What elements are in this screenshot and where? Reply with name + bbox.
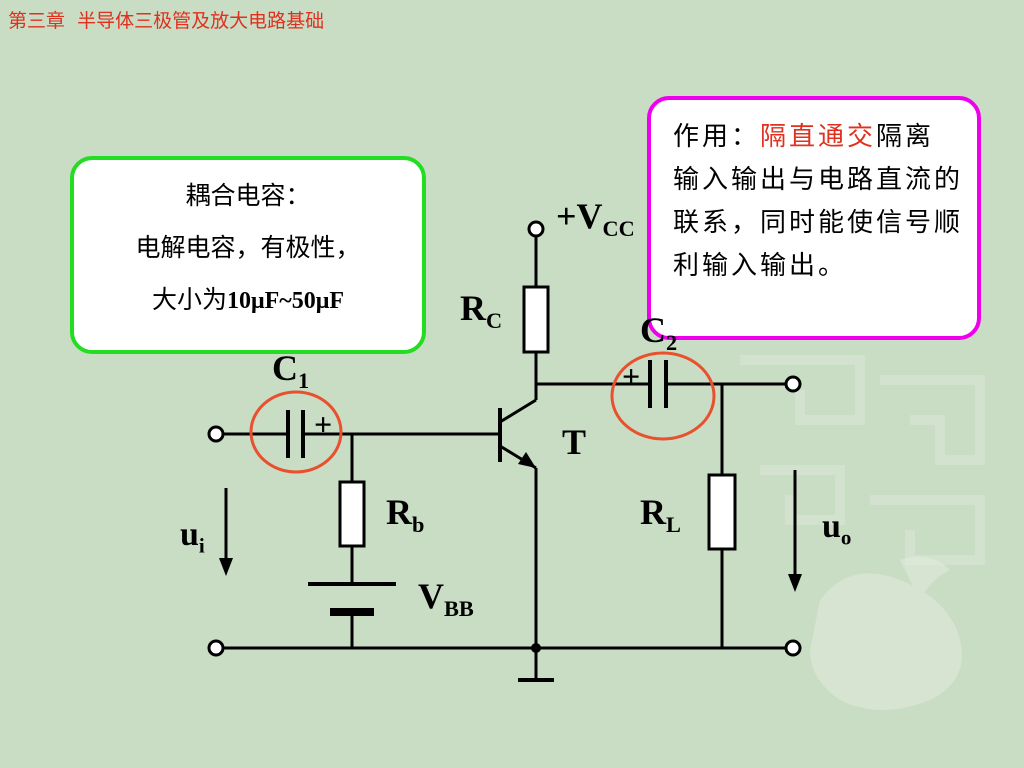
vcc-label-main: +V (556, 196, 603, 236)
rl-label-sub: L (666, 511, 681, 537)
rc-label-sub: C (486, 307, 503, 333)
note-value: 10μF~50μF (227, 288, 345, 314)
ui-arrow-icon (219, 558, 233, 576)
output-terminal-top (784, 375, 802, 393)
slide-title: 第三章 半导体三极管及放大电路基础 (8, 10, 325, 32)
c2-highlight-circle (610, 351, 716, 441)
c2-label-sub: 2 (666, 329, 678, 355)
vbb-label-main: V (418, 576, 444, 616)
function-prefix: 作用： (673, 122, 761, 152)
rb-label-sub: b (412, 511, 425, 537)
uo-label: uo (822, 510, 851, 548)
uo-label-main: u (822, 508, 841, 545)
transistor-label: T (562, 422, 587, 462)
rl-label: RL (640, 494, 681, 536)
capacitor-c2 (648, 360, 668, 408)
c2-plus-sign: + (622, 358, 641, 394)
resistor-rb (338, 480, 366, 548)
function-highlight: 隔直通交 (760, 122, 877, 152)
c1-label-main: C (272, 348, 298, 388)
vcc-label: +VCC (556, 198, 635, 240)
terminals (207, 220, 802, 657)
rl-label-main: R (640, 492, 666, 532)
input-terminal-bottom (207, 639, 225, 657)
c1-highlight-circle (249, 390, 343, 474)
c2-label: C2 (640, 312, 677, 354)
vbb-label-sub: BB (444, 595, 474, 621)
ui-label-sub: i (198, 533, 205, 558)
function-body: 隔离输入输出与电路直流的联系，同时能使信号顺利输入输出。 (673, 122, 964, 281)
resistor-rl (707, 473, 737, 551)
rb-label: Rb (386, 494, 424, 536)
background-pattern (740, 355, 985, 565)
ground-node-dot (531, 643, 541, 653)
input-terminal-top (207, 425, 225, 443)
resistor-rc (522, 285, 550, 354)
coupling-capacitor-note: 耦合电容： 电解电容，有极性， 大小为10μF~50μF (70, 156, 426, 354)
capacitor-c1 (286, 410, 305, 458)
note-type: 电解电容，有极性， (135, 233, 361, 262)
c1-label-sub: 1 (298, 367, 310, 393)
vbb-label: VBB (418, 578, 474, 620)
uo-arrow-icon (788, 574, 802, 592)
voltage-arrows (219, 470, 802, 592)
rc-label-main: R (460, 288, 486, 328)
rc-label: RC (460, 290, 502, 332)
c2-label-main: C (640, 310, 666, 350)
output-terminal-bottom (784, 639, 802, 657)
note-value-prefix: 大小为 (151, 285, 227, 314)
note-heading: 耦合电容： (185, 181, 311, 210)
ui-label-main: u (180, 516, 199, 553)
rb-label-main: R (386, 492, 412, 532)
vcc-label-sub: CC (602, 215, 635, 241)
vcc-terminal (527, 220, 545, 238)
dragon-motif-icon (810, 556, 962, 710)
highlight-circles (249, 351, 716, 474)
ui-label: ui (180, 518, 205, 556)
emitter-arrow-icon (518, 452, 536, 468)
c1-label: C1 (272, 350, 309, 392)
note-value-line: 大小为10μF~50μF (74, 274, 422, 327)
c1-plus-sign: + (314, 406, 333, 442)
function-note: 作用：隔直通交隔离输入输出与电路直流的联系，同时能使信号顺利输入输出。 (647, 96, 981, 340)
uo-label-sub: o (840, 525, 852, 550)
battery-vbb (308, 582, 396, 616)
